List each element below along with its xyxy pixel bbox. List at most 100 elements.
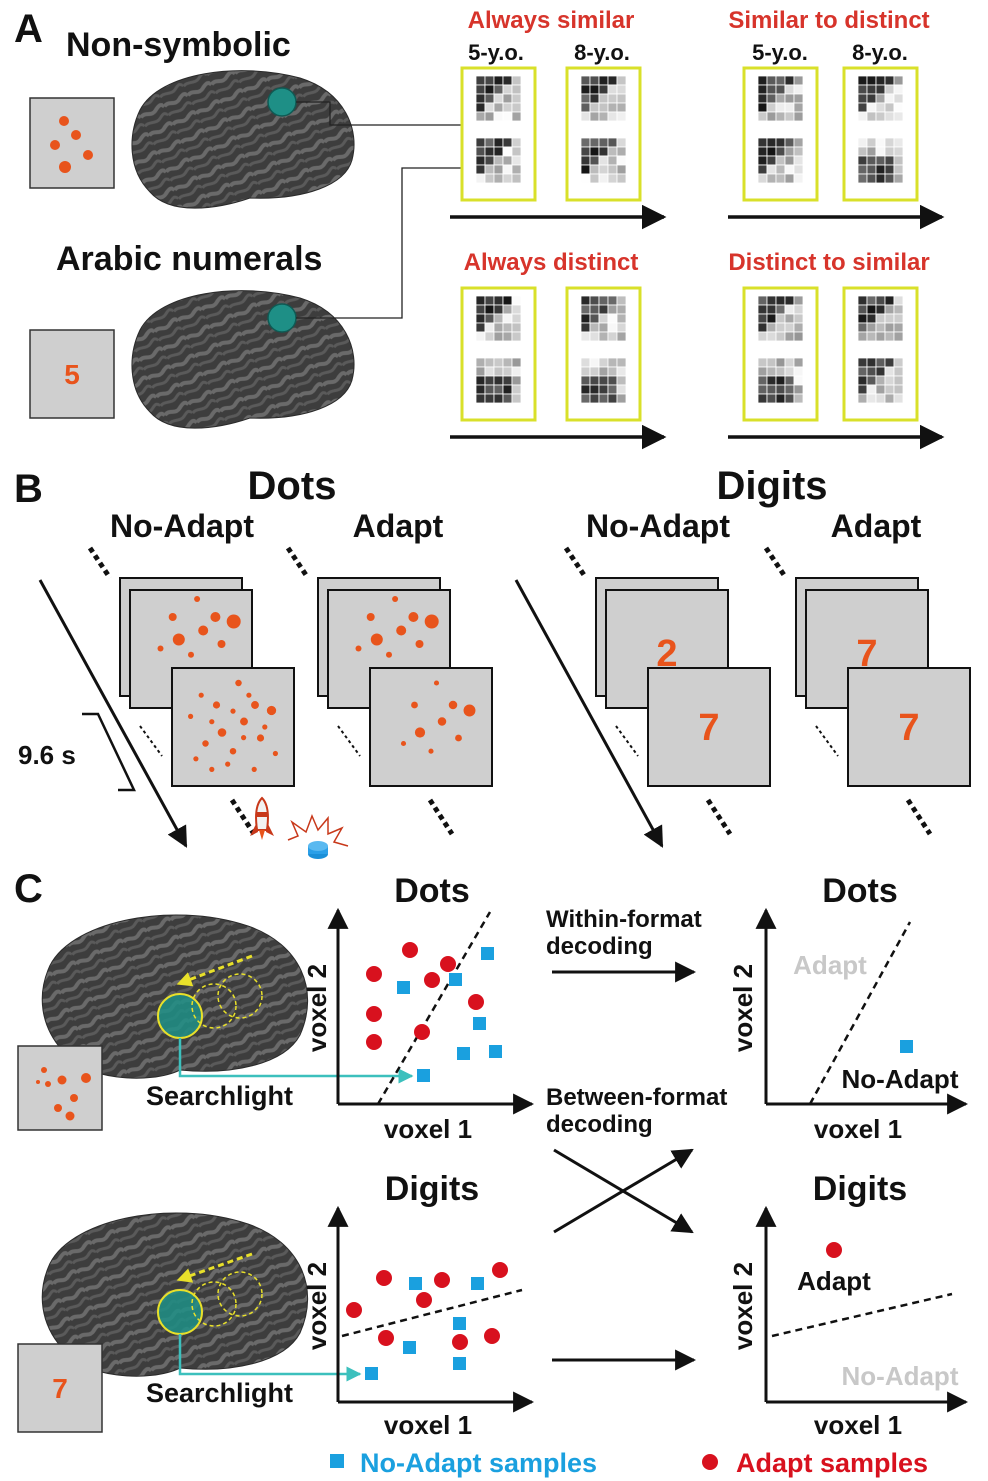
adapt-sample-point [402,942,418,958]
rsa-matrix [580,295,627,342]
rsa-frame [842,66,919,202]
no-adapt-sample-point [365,1367,378,1380]
scatter-digits-axes [327,1205,535,1413]
rsa-frame [842,286,919,422]
voxel1-label-digits: voxel 1 [384,1410,472,1440]
brain-arabic [131,290,355,429]
age-label-5-left: 5-y.o. [468,40,524,65]
digit-stimulus-front: 7 [898,707,919,749]
panel-label-c: C [14,867,43,911]
scatter-dots-samples [366,942,502,1082]
decoding-dots-axes [755,907,969,1115]
searchlight-arrow-digits [178,1334,362,1382]
decoding-digits-axes [755,1205,969,1413]
legend: No-Adapt samples Adapt samples [330,1448,928,1478]
rsa-frame [460,66,537,202]
age-label-5-right: 5-y.o. [752,40,808,65]
rsa-frame [565,66,642,202]
rsa-matrix [475,295,522,342]
digit-stimulus-back: 7 [856,633,877,675]
adapt-sample-point [346,1302,362,1318]
nonsymbolic-title: Non-symbolic [66,26,291,64]
no-adapt-sample-point [453,1357,466,1370]
voxel2-label-digits-right: voxel 2 [728,1262,758,1350]
rsa-matrix [475,137,522,184]
dot-stimulus-box [29,97,115,189]
adapt-sample-point [378,1330,394,1346]
stimulus-stack [87,546,295,836]
heading-dots-c: Dots [394,872,470,910]
rsa-matrix [857,357,904,404]
voxel1-label-dots: voxel 1 [384,1114,472,1144]
scatter-dots-axes [327,907,535,1115]
rsa-matrix [857,75,904,122]
between-format-label-1: Between-format [546,1084,727,1111]
adapt-sample-point [484,1328,500,1344]
sound-burst-icon [287,813,349,859]
adapt-sample-point [440,956,456,972]
legend-no-adapt-label: No-Adapt samples [360,1448,597,1478]
adapt-sample-point [434,1272,450,1288]
scatter-digits-samples [346,1262,508,1380]
duration-bracket [82,712,136,792]
rsa-matrix [580,137,627,184]
searchlight-label-dots: Searchlight [146,1081,293,1111]
digit-stimulus-box-c: 7 [17,1343,103,1433]
rsa-matrix [857,295,904,342]
pattern-similar-to-distinct: Similar to distinct [728,7,929,34]
rsa-matrix [580,357,627,404]
no-adapt-sample-point [481,947,494,960]
rsa-frame [565,286,642,422]
within-format-label-1: Within-format [546,906,702,933]
age-label-8-right: 8-y.o. [852,40,908,65]
no-adapt-sample-point [471,1277,484,1290]
searchlight-arrow-dots [178,1038,414,1084]
dots-no-adapt-label: No-Adapt [110,508,254,544]
legend-no-adapt-marker [330,1454,344,1468]
adapt-sample-point [492,1262,508,1278]
arabic-title: Arabic numerals [56,240,322,278]
legend-adapt-label: Adapt samples [736,1448,928,1478]
stimulus-sequences: 2 777 [87,546,971,836]
connector-arabic [296,167,462,319]
heading-digits-c-right: Digits [813,1170,907,1208]
rsa-matrix [475,75,522,122]
adapt-sample-point [468,994,484,1010]
between-format-label-2: decoding [546,1111,653,1138]
dot-stimulus-box-c [17,1045,103,1131]
voxel2-label-digits: voxel 2 [302,1262,332,1350]
rsa-matrix [857,137,904,184]
decoding-digits-adapt: Adapt [797,1266,871,1296]
within-format-label-2: decoding [546,933,653,960]
no-adapt-sample-point [473,1017,486,1030]
time-arrow-digits [514,579,664,848]
pattern-distinct-to-similar: Distinct to similar [728,249,929,276]
rsa-matrix [757,137,804,184]
time-arrow-dots [38,579,188,848]
no-adapt-sample-point [397,981,410,994]
panel-label-a: A [14,7,43,51]
rocket-icon [250,796,274,840]
dots-adapt-label: Adapt [353,508,444,544]
no-adapt-sample-point [403,1341,416,1354]
adapt-sample-point [366,966,382,982]
duration-label: 9.6 s [18,740,76,770]
digit-stimulus: 5 [64,359,80,390]
voxel2-label-dots: voxel 2 [302,964,332,1052]
voxel1-label-digits-right: voxel 1 [814,1410,902,1440]
panel-label-b: B [14,467,43,511]
digit-stimulus-back: 2 [656,633,677,675]
rsa-matrix [757,75,804,122]
digit-stimulus-c: 7 [52,1373,68,1404]
no-adapt-sample-point [489,1045,502,1058]
brain-dots-searchlight [41,914,309,1079]
rsa-frame [742,286,819,422]
adapt-sample-point [416,1292,432,1308]
no-adapt-sample-point [409,1277,422,1290]
rsa-matrix [757,295,804,342]
stimulus-stack: 77 [763,546,971,836]
adapt-sample-point [376,1270,392,1286]
rsa-matrix [580,75,627,122]
pattern-always-distinct: Always distinct [464,249,639,276]
decoding-dots-adapt: Adapt [793,950,867,980]
